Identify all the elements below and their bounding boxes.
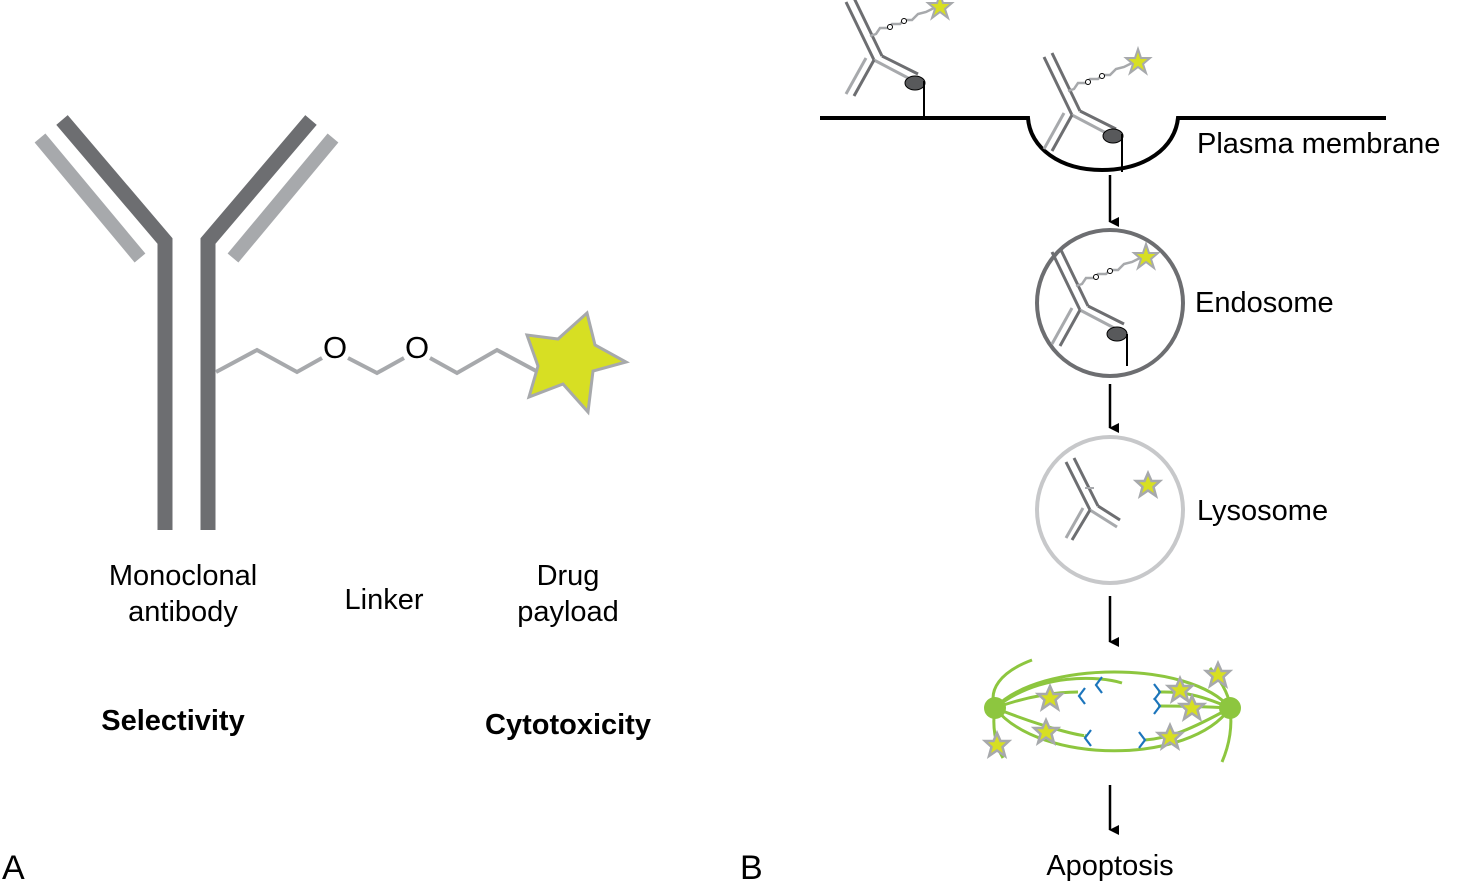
heavy-chain-left [56, 115, 173, 530]
degraded-antibody-icon [1064, 457, 1121, 541]
drug-payload-star-icon [524, 310, 630, 416]
drug-star-icon [1036, 684, 1064, 711]
linker-icon [215, 347, 539, 376]
linker-oxygen-2: O [405, 330, 429, 365]
heavy-chain-right [200, 115, 317, 530]
adc-surface-icon [844, 0, 954, 98]
tubulin-icon [1152, 696, 1162, 716]
panel-a-letter: A [2, 849, 25, 887]
drug-star-icon [1204, 661, 1232, 688]
antibody-label-line2: antibody [128, 596, 238, 628]
antibody-label-line1: Monoclonal [108, 560, 258, 592]
centrosome-left [984, 697, 1006, 719]
lysosome-circle [1035, 435, 1185, 585]
receptor-surface-icon [904, 75, 926, 120]
drug-star-icon [983, 731, 1011, 758]
tubulin-icon [1137, 730, 1147, 750]
endosome-circle [1035, 228, 1185, 378]
drug-payload-label: Drug payload [490, 558, 646, 630]
cytotoxicity-label: Cytotoxicity [485, 709, 651, 741]
receptor-endosome-icon [1106, 326, 1128, 366]
apoptosis-label: Apoptosis [1046, 850, 1174, 882]
panel-b-letter: B [740, 849, 763, 887]
plasma-membrane-label: Plasma membrane [1197, 128, 1441, 160]
adc-endosome-icon [1050, 242, 1160, 348]
centrosome-right [1219, 697, 1241, 719]
monoclonal-antibody-icon [34, 115, 339, 530]
adc-pit-icon [1042, 47, 1152, 153]
light-chain-left [34, 133, 146, 263]
selectivity-label: Selectivity [101, 705, 245, 737]
lysosome-label: Lysosome [1197, 495, 1329, 527]
linker-oxygen-1: O [323, 330, 347, 365]
endosome-label: Endosome [1195, 287, 1334, 319]
linker-label: Linker [344, 584, 424, 616]
released-drug-star-icon [1134, 471, 1162, 498]
tubulin-icon [1077, 686, 1087, 706]
tubulin-icon [1083, 728, 1093, 748]
antibody-label: Monoclonal antibody [80, 558, 286, 630]
drug-label-line2: payload [517, 596, 619, 628]
drug-label-line1: Drug [536, 560, 600, 592]
plasma-membrane [820, 116, 1386, 173]
receptor-pit-icon [1102, 128, 1124, 173]
light-chain-right [227, 133, 339, 263]
